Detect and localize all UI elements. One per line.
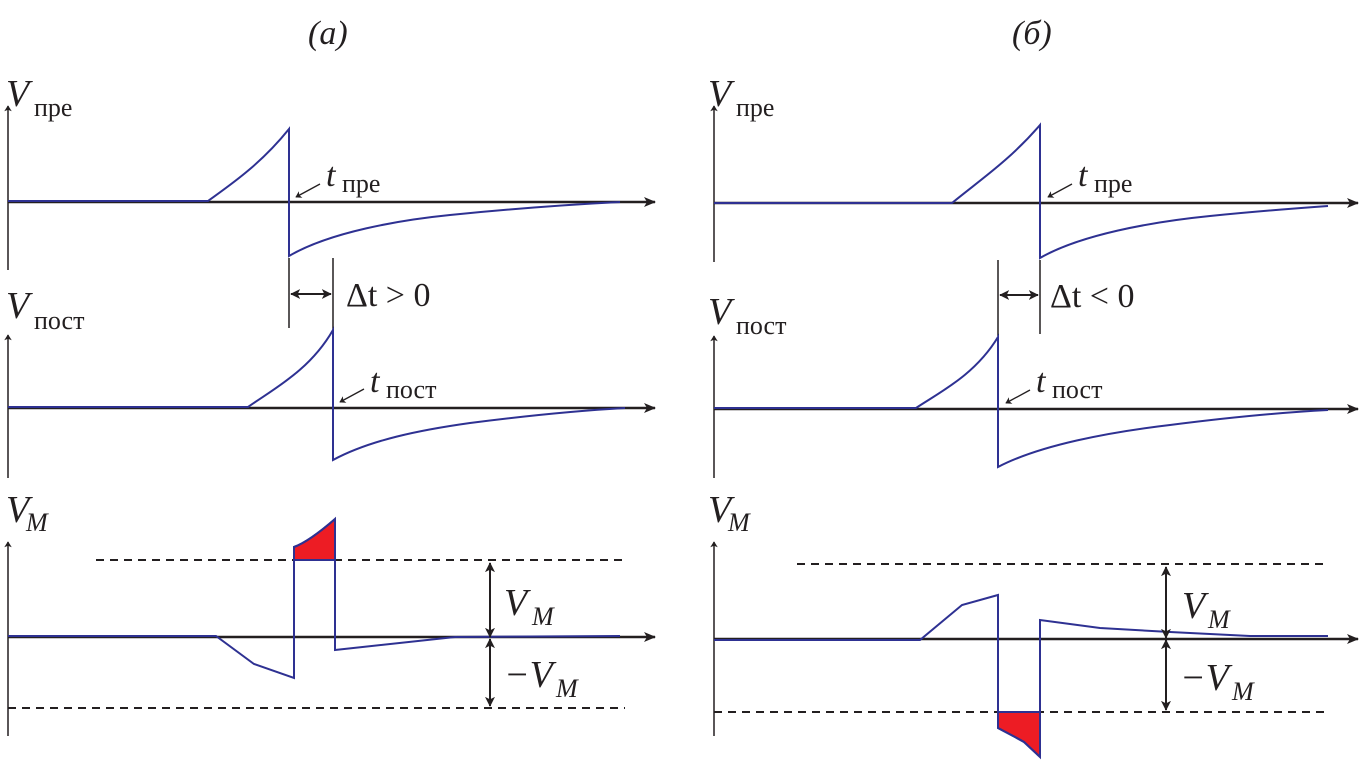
post-spike-waveform xyxy=(714,333,1329,469)
vm-threshold-label-main: V xyxy=(1182,585,1209,627)
vm-threshold-label-sub: M xyxy=(531,602,555,631)
vm-threshold-label-sub: M xyxy=(1207,605,1231,634)
delta-t-label: Δt < 0 xyxy=(1050,278,1135,315)
t-pre-pointer xyxy=(1047,183,1073,198)
neg-vm-threshold-label-sub: M xyxy=(555,674,579,703)
pre-synaptic-plot-a: V пре t пре xyxy=(4,73,656,270)
t-post-label-main: t xyxy=(370,363,381,400)
panel-b: (б) V пре t пре Δt < 0 V пост t xyxy=(708,15,1359,760)
v-pre-axis-label-main: V xyxy=(708,73,735,115)
post-spike-waveform xyxy=(8,326,626,462)
post-synaptic-plot-b: V пост t пост xyxy=(708,291,1359,478)
memristor-voltage-plot-a: V M V M −V M xyxy=(4,489,656,736)
vm-axis-label-sub: M xyxy=(25,508,49,537)
v-post-axis-label-main: V xyxy=(708,291,735,333)
v-post-axis-label-main: V xyxy=(6,285,33,327)
vm-threshold-label-main: V xyxy=(504,582,531,624)
t-post-pointer xyxy=(1005,389,1031,404)
t-pre-pointer xyxy=(295,183,321,198)
t-pre-label-main: t xyxy=(326,157,337,194)
v-pre-axis-label-main: V xyxy=(6,73,33,115)
t-post-label-main: t xyxy=(1036,363,1047,400)
pre-spike-waveform xyxy=(714,122,1329,260)
panel-a: (а) V пре t пре Δt > 0 V пост t xyxy=(4,15,656,736)
delta-t-label: Δt > 0 xyxy=(346,277,431,314)
pre-spike-waveform xyxy=(8,126,621,258)
memristor-voltage-waveform xyxy=(8,516,621,680)
vm-axis-label-main: V xyxy=(6,489,33,531)
panel-b-title: (б) xyxy=(1012,15,1052,52)
neg-vm-threshold-label-main: −V xyxy=(504,654,557,696)
neg-vm-threshold-label-sub: M xyxy=(1231,677,1255,706)
pre-synaptic-plot-b: V пре t пре xyxy=(708,73,1359,262)
v-post-axis-label-sub: пост xyxy=(736,311,786,340)
t-post-label-sub: пост xyxy=(386,375,436,404)
post-synaptic-plot-a: V пост t пост xyxy=(4,285,656,478)
vm-axis-label-main: V xyxy=(708,489,735,531)
v-post-axis-label-sub: пост xyxy=(34,306,84,335)
t-pre-label-sub: пре xyxy=(342,169,380,198)
delta-t-indicator-a: Δt > 0 xyxy=(288,258,431,330)
memristor-voltage-plot-b: V M V M −V M xyxy=(708,489,1359,760)
panel-a-title: (а) xyxy=(308,15,348,52)
t-pre-label-main: t xyxy=(1078,157,1089,194)
t-post-label-sub: пост xyxy=(1052,375,1102,404)
neg-vm-threshold-label-main: −V xyxy=(1180,657,1233,699)
v-pre-axis-label-sub: пре xyxy=(736,93,774,122)
t-post-pointer xyxy=(339,388,365,403)
vm-axis-label-sub: M xyxy=(727,508,751,537)
t-pre-label-sub: пре xyxy=(1094,169,1132,198)
delta-t-indicator-b: Δt < 0 xyxy=(997,260,1135,336)
v-pre-axis-label-sub: пре xyxy=(34,93,72,122)
